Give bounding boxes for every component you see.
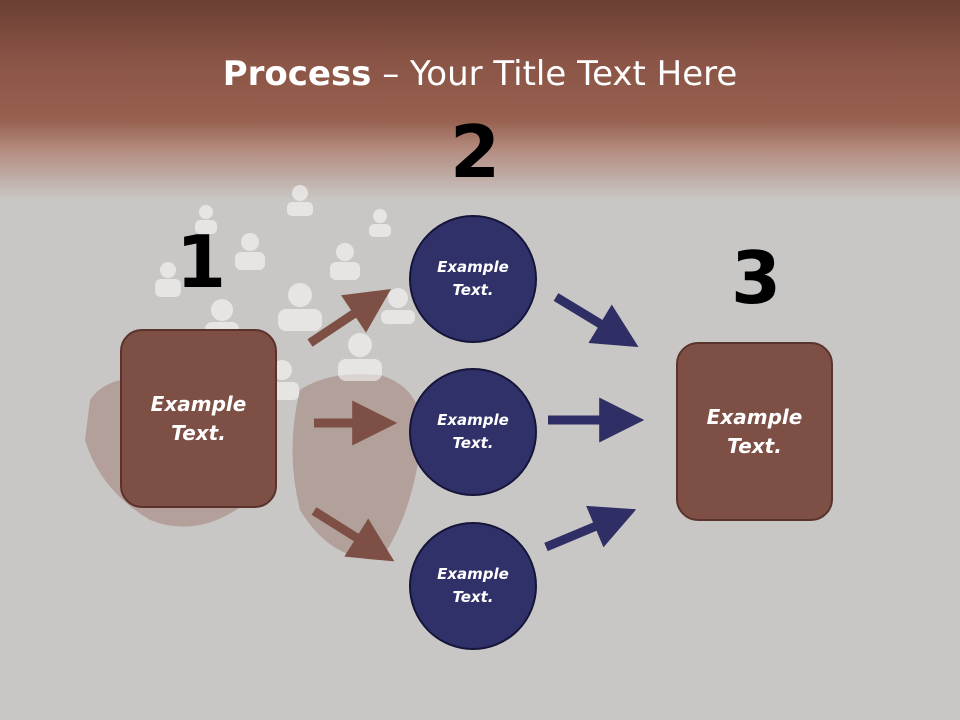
- step2-circle-top[interactable]: Example Text.: [409, 215, 537, 343]
- arrow-box1-to-circle1: [307, 289, 391, 347]
- step3-box-text: Example Text.: [706, 404, 803, 458]
- circle-top-text: Example Text.: [437, 258, 509, 299]
- step2-circle-bottom[interactable]: Example Text.: [409, 522, 537, 650]
- title-bold: Process: [222, 54, 372, 94]
- step-number-2: 2: [450, 110, 501, 194]
- circle-middle-text: Example Text.: [437, 411, 509, 452]
- step3-box[interactable]: Example Text.: [676, 342, 833, 521]
- step2-circle-middle[interactable]: Example Text.: [409, 368, 537, 496]
- step-number-1: 1: [176, 220, 227, 304]
- title-band: [0, 0, 960, 200]
- step1-box[interactable]: Example Text.: [120, 329, 277, 508]
- step-number-3: 3: [731, 236, 782, 320]
- title-rest: – Your Title Text Here: [371, 54, 738, 94]
- step1-box-text: Example Text.: [150, 391, 247, 445]
- circle-bottom-text: Example Text.: [437, 565, 509, 606]
- slide-title: Process – Your Title Text Here: [0, 52, 960, 96]
- arrow-circle1-to-box3: [553, 293, 639, 348]
- arrow-box1-to-circle3: [311, 507, 395, 562]
- arrow-circle3-to-box3: [544, 505, 637, 552]
